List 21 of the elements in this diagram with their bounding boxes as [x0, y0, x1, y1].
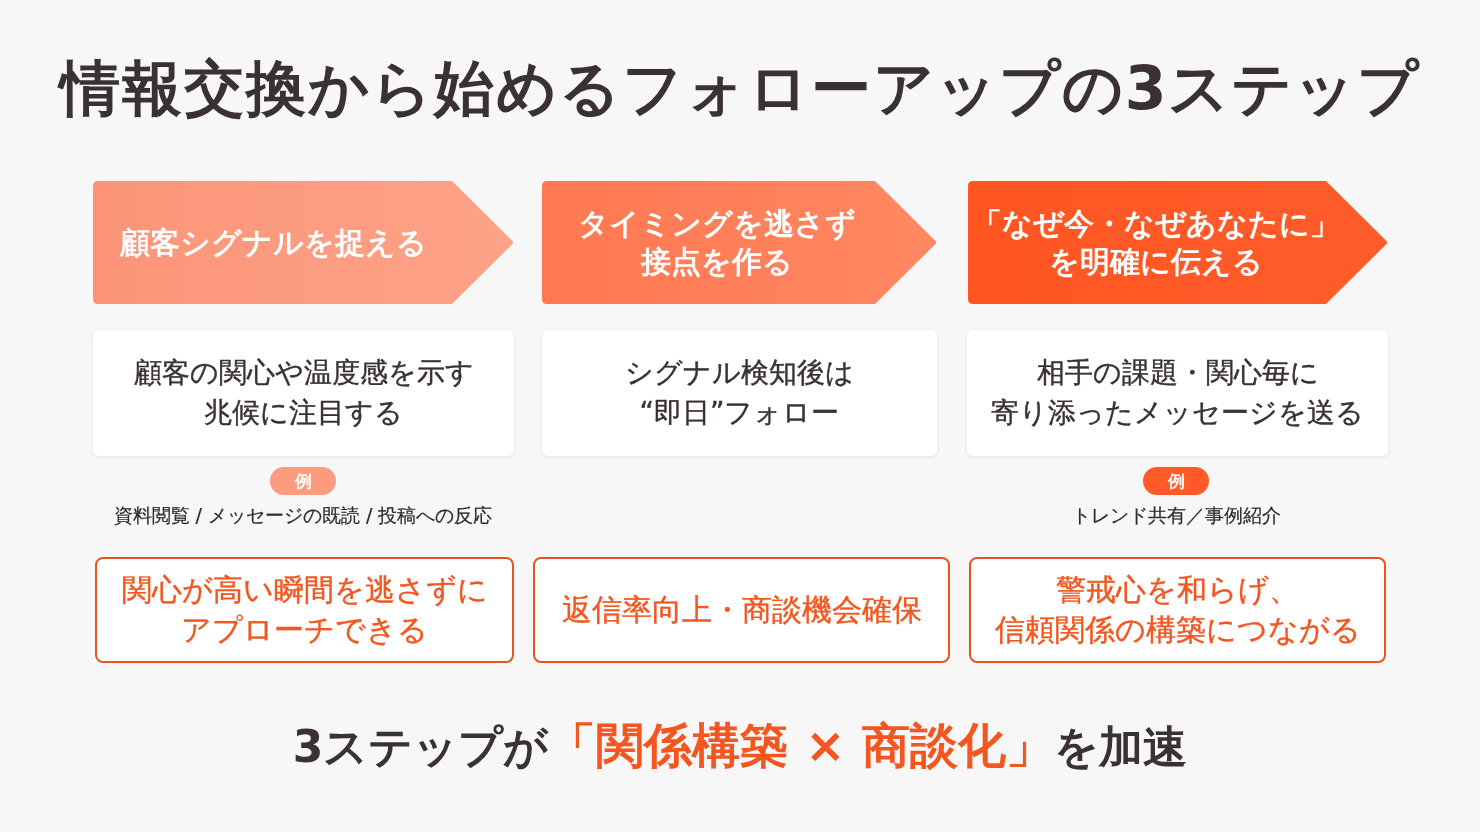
- step-title: 「なぜ今・なぜあなたに」を明確に伝える: [971, 204, 1340, 281]
- outcome-text: 関心が高い瞬間を逃さずにアプローチできる: [121, 571, 488, 649]
- title: 情報交換から始めるフォローアップの3ステップ: [59, 52, 1421, 124]
- outcome-text: 警戒心を和らげ、信頼関係の構築につながる: [994, 571, 1361, 649]
- description-text: シグナル検知後は“即日”フォロー: [625, 355, 854, 431]
- description-text: 相手の課題・関心毎に寄り添ったメッセージを送る: [991, 355, 1364, 431]
- step-banner: [542, 181, 937, 304]
- description-text: 顧客の関心や温度感を示す兆候に注目する: [133, 355, 474, 431]
- step-title: タイミングを逃さず接点を作る: [578, 204, 856, 281]
- caption: 3ステップが「関係構築 × 商談化」を加速: [292, 716, 1188, 775]
- outcome-card: [533, 557, 950, 663]
- outcome-card: [969, 557, 1386, 663]
- example-tag: 例: [1143, 467, 1209, 495]
- step-title: 顧客シグナルを捉える: [120, 223, 427, 262]
- outcome-text: 返信率向上・商談機会確保: [561, 591, 922, 629]
- step-banner: [968, 181, 1388, 304]
- step-banner: [93, 181, 514, 304]
- example-tag: 例: [270, 467, 336, 495]
- example-text: 資料閲覧 / メッセージの既読 / 投稿への反応: [113, 503, 493, 528]
- example-text: トレンド共有／事例紹介: [1071, 503, 1281, 528]
- outcome-card: [95, 557, 514, 663]
